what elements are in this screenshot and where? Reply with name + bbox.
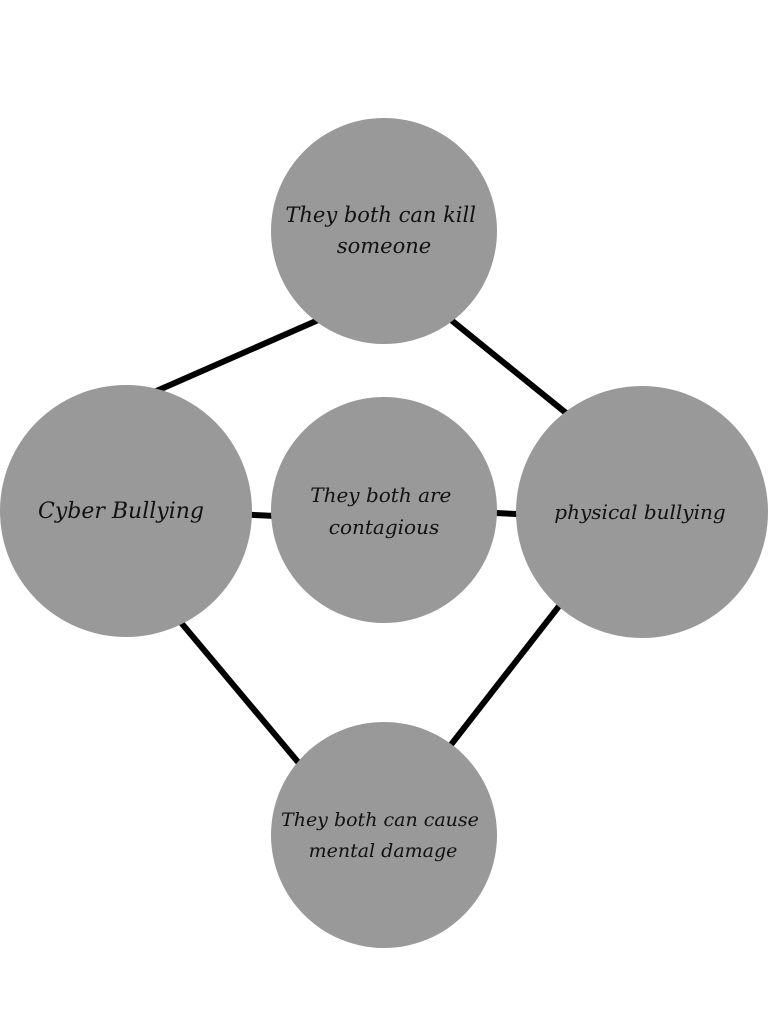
connector-top-right bbox=[438, 308, 573, 420]
node-right-circle bbox=[516, 386, 768, 638]
node-center-line-2: contagious bbox=[329, 515, 439, 539]
node-bottom: They both can cause mental damage bbox=[271, 722, 497, 948]
node-center: They both are contagious bbox=[271, 397, 497, 623]
node-left-label: Cyber Bullying bbox=[38, 499, 204, 524]
connector-left-bottom bbox=[175, 617, 306, 770]
node-left-line-1: Cyber Bullying bbox=[38, 499, 204, 524]
node-bottom-line-1: They both can cause bbox=[281, 809, 479, 831]
node-center-line-1: They both are bbox=[310, 483, 451, 507]
node-left: Cyber Bullying bbox=[0, 385, 252, 637]
node-top-label: They both can kill someone bbox=[285, 203, 482, 258]
node-center-label: They both are contagious bbox=[310, 483, 458, 539]
node-bottom-label: They both can cause mental damage bbox=[281, 809, 485, 862]
node-right-line-1: physical bullying bbox=[554, 500, 725, 524]
node-bottom-circle bbox=[271, 722, 497, 948]
connector-right-bottom bbox=[440, 599, 566, 757]
node-top-circle bbox=[271, 118, 497, 344]
node-left-circle bbox=[0, 385, 252, 637]
node-top-line-2: someone bbox=[337, 234, 431, 258]
connector-left-top bbox=[143, 311, 334, 399]
node-right: physical bullying bbox=[516, 386, 768, 638]
node-right-label: physical bullying bbox=[554, 500, 725, 524]
node-center-circle bbox=[271, 397, 497, 623]
node-top-line-1: They both can kill bbox=[285, 203, 476, 227]
node-bottom-line-2: mental damage bbox=[309, 840, 458, 862]
node-top: They both can kill someone bbox=[271, 118, 497, 344]
